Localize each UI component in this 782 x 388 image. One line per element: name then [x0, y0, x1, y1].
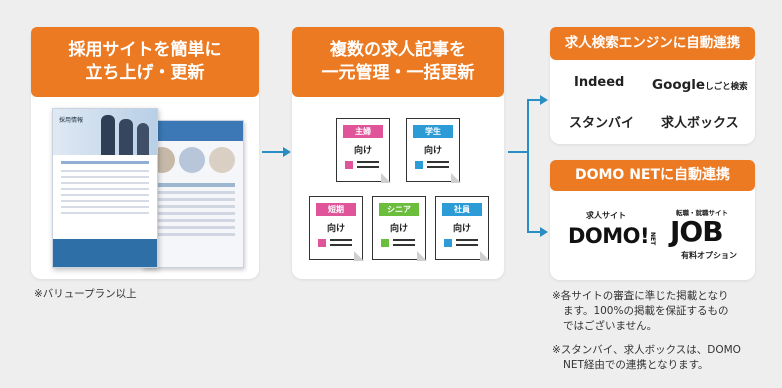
note-review: ※各サイトの審査に準じた掲載となり ます。100%の掲載を保証するもの ではござ…: [552, 289, 778, 335]
google-logo-text: Google: [652, 77, 706, 93]
doc-tag: 主婦: [343, 125, 383, 138]
domo-logo: DOMO!NET: [568, 224, 656, 248]
note-value-plan: ※バリュープラン以上: [34, 288, 137, 300]
note-review-line2: ます。100%の掲載を保証するもの: [563, 305, 729, 318]
note-review-line1: ※各サイトの審査に準じた掲載となり: [552, 290, 729, 302]
site-mockup-image: 採用情報: [44, 108, 244, 268]
shigoto-kensaku-text: しごと検索: [705, 82, 748, 92]
note-standby-line2: NET経由での連携となります。: [563, 359, 709, 372]
doc-housewife: 主婦 向け: [336, 118, 391, 183]
search-engine-header: 求人検索エンジンに自動連携: [550, 27, 755, 60]
arrow-1-head: [283, 147, 291, 157]
doc-tag: 短期: [316, 203, 356, 216]
arrow-fork-bottom: [527, 231, 541, 233]
domo-small-label: 求人サイト: [586, 211, 626, 220]
doc-label: 向け: [423, 146, 442, 156]
doc-label: 向け: [353, 146, 372, 156]
article-manage-header: 複数の求人記事を 一元管理・一括更新: [292, 27, 504, 97]
doc-senior: シニア 向け: [372, 196, 427, 261]
site-builder-title-line2: 立ち上げ・更新: [85, 63, 205, 83]
note-standby: ※スタンバイ、求人ボックスは、DOMO NET経由での連携となります。: [552, 343, 778, 373]
kyujin-box-logo: 求人ボックス: [661, 116, 739, 131]
arrow-1-line: [262, 151, 284, 153]
indeed-logo: Indeed: [574, 75, 625, 90]
doc-student: 学生 向け: [406, 118, 461, 183]
article-manage-title-line1: 複数の求人記事を: [330, 40, 466, 61]
domo-net-title: DOMO NETに自動連携: [574, 167, 731, 184]
job-logo: JOB: [670, 215, 724, 248]
article-manage-title-line2: 一元管理・一括更新: [321, 63, 475, 83]
mockup-front-page: 採用情報: [52, 108, 158, 268]
standby-logo: スタンバイ: [569, 116, 635, 131]
google-shigoto-logo: Googleしごと検索: [652, 74, 748, 93]
arrow-fork-bottom-head: [540, 227, 548, 237]
arrow-2-line: [508, 151, 528, 153]
doc-tag: シニア: [379, 203, 419, 216]
domo-net-header: DOMO NETに自動連携: [550, 160, 755, 191]
doc-label: 向け: [452, 224, 471, 234]
doc-short-term: 短期 向け: [309, 196, 364, 261]
doc-tag: 社員: [442, 203, 482, 216]
domo-net-tag: NET: [649, 231, 657, 246]
site-builder-title-line1: 採用サイトを簡単に: [68, 40, 222, 61]
note-review-line3: ではございません。: [563, 320, 658, 333]
arrow-fork-top-head: [540, 95, 548, 105]
arrow-fork-top: [527, 99, 541, 101]
job-sub-label: 有料オプション: [681, 251, 737, 260]
arrow-fork-vertical: [527, 99, 529, 233]
doc-employee: 社員 向け: [435, 196, 490, 261]
doc-tag: 学生: [413, 125, 453, 138]
doc-label: 向け: [389, 224, 408, 234]
mockup-site-title: 採用情報: [59, 117, 84, 124]
domo-logo-text: DOMO!: [568, 224, 650, 248]
doc-label: 向け: [326, 224, 345, 234]
site-builder-header: 採用サイトを簡単に 立ち上げ・更新: [31, 27, 259, 97]
mockup-back-page: [142, 120, 244, 268]
search-engine-title: 求人検索エンジンに自動連携: [564, 35, 741, 52]
job-small-label: 転職・就職サイト: [676, 209, 728, 217]
note-standby-line1: ※スタンバイ、求人ボックスは、DOMO: [552, 344, 741, 356]
